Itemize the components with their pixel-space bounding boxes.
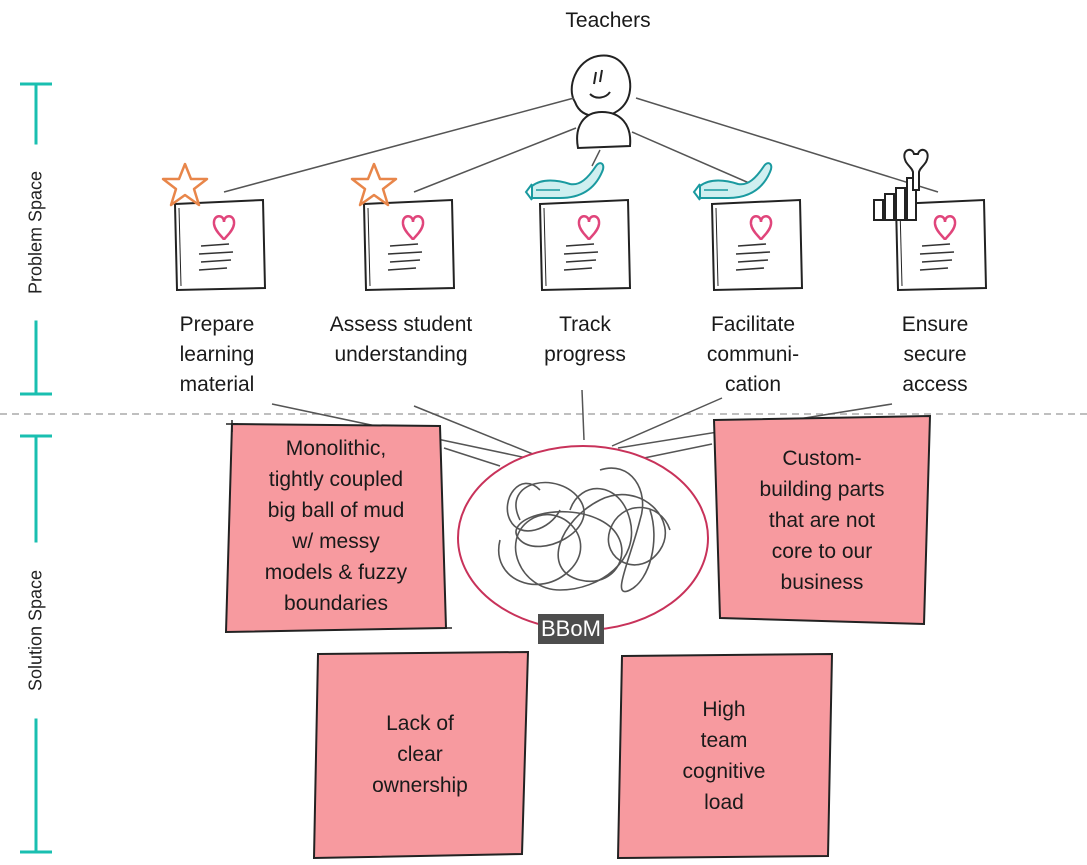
- problem-note-text: Custom- building parts that are not core…: [759, 446, 885, 594]
- solution-space-label: Solution Space: [25, 542, 47, 719]
- supporting-hand-icon: [525, 162, 605, 201]
- actor-label: Teachers: [565, 9, 651, 32]
- star-icon: [350, 162, 398, 207]
- teacher-person-icon: [570, 54, 632, 150]
- need-label: Prepare learning material: [179, 313, 255, 396]
- problem-note-text: High team cognitive load: [682, 698, 766, 814]
- generic-tools-icon: [873, 148, 929, 221]
- need-label: Facilitate communi- cation: [706, 313, 800, 396]
- sticky-note-3: [312, 650, 530, 860]
- star-icon: [161, 162, 209, 207]
- tangled-mess-icon: [497, 467, 671, 593]
- need-document-3: [538, 198, 632, 292]
- need-label: Track progress: [544, 313, 626, 366]
- bbom-ellipse: [457, 445, 709, 631]
- sticky-note-1: [224, 420, 452, 634]
- need-label: Ensure secure access: [901, 313, 969, 396]
- need-document-1: [173, 198, 267, 292]
- problem-note-text: Monolithic, tightly coupled big ball of …: [264, 437, 408, 615]
- supporting-hand-icon: [693, 162, 773, 201]
- sticky-note-2: [712, 414, 932, 626]
- bbom-label: BBoM: [538, 614, 604, 644]
- sticky-note-4: [616, 652, 834, 860]
- teacher-need-links: [223, 97, 939, 193]
- problem-space-label: Problem Space: [25, 144, 47, 321]
- need-label: Assess student understanding: [329, 313, 473, 366]
- need-document-2: [362, 198, 456, 292]
- problem-note-text: Lack of clear ownership: [372, 711, 468, 797]
- need-document-4: [710, 198, 804, 292]
